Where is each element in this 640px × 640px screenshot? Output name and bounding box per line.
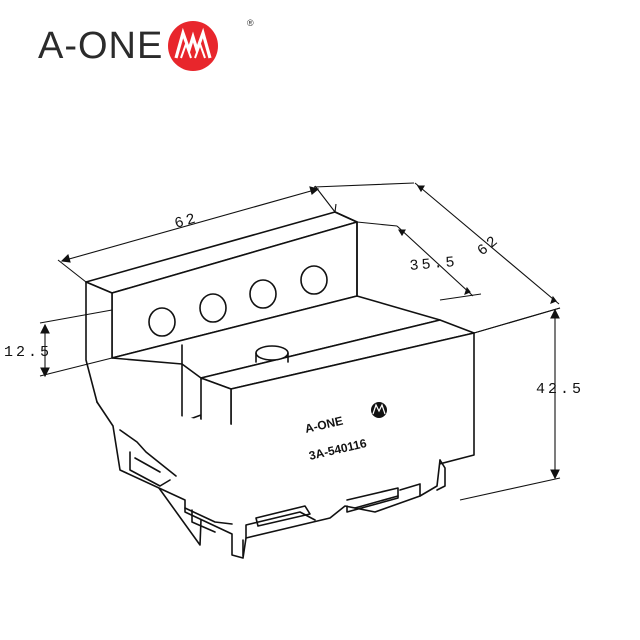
brand-mark-icon	[168, 21, 219, 71]
hole-3	[249, 279, 277, 309]
dim-width-label: 62	[474, 231, 503, 259]
dim-slot-height-label: 12.5	[4, 344, 52, 361]
center-boss	[255, 345, 289, 361]
dim-height-label: 42.5	[536, 381, 584, 398]
hole-2	[199, 293, 227, 323]
base-lower	[96, 401, 441, 559]
brand-logo-text: A-ONE	[38, 25, 164, 67]
hole-1	[148, 307, 176, 337]
dim-slot-depth-label: 35.5	[409, 254, 458, 275]
hole-4	[300, 265, 328, 295]
dim-length-label: 62	[173, 210, 201, 233]
registered-mark: ®	[247, 18, 254, 28]
brand-logo: A-ONE	[38, 18, 219, 74]
